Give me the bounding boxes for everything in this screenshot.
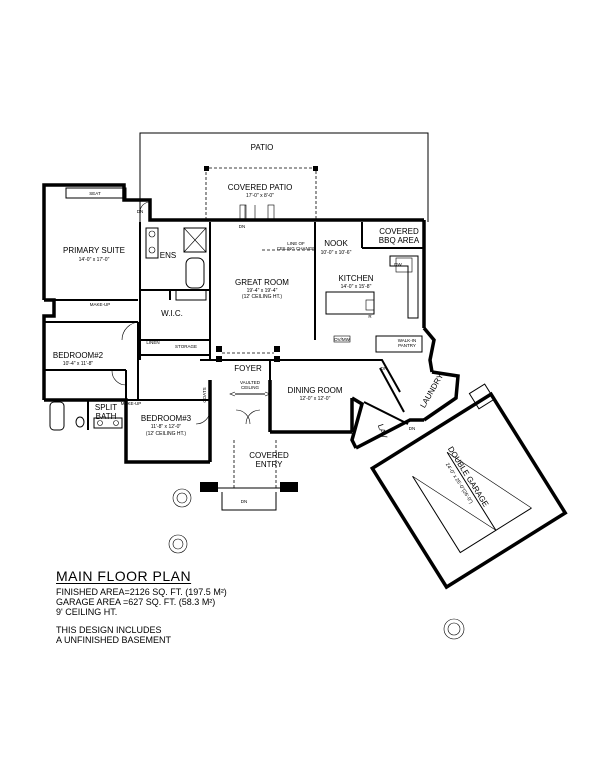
patio-outline [139,132,429,222]
dn-label-3: DN [241,499,248,504]
makeup-label-1: MAKE-UP [90,302,111,307]
garage-area-text: GARAGE AREA =627 SQ. FT. (58.3 M²) [56,597,216,607]
kitchen-counters [325,255,423,353]
vaulted-label-1: VAULTED [240,380,261,385]
basement-note-1: THIS DESIGN INCLUDES [56,625,162,635]
foyer-label: FOYER [234,364,262,373]
covered-entry-label-2: ENTRY [256,460,284,469]
walkin-pantry-label-2: PANTRY [398,343,416,348]
kitchen-garage-walls [350,326,460,450]
bedroom3-dim: 11'-8" x 12'-0" [151,424,182,430]
oven-mw-label: OV/MW [334,337,351,342]
covered-entry-outline [200,440,298,511]
seat-label: SEAT [89,191,101,196]
ceiling-height-text: 9' CEILING HT. [56,607,118,617]
plan-title: MAIN FLOOR PLAN [56,568,192,584]
dn-label-5: DN [381,366,388,371]
vaulted-label-2: CEILING [241,385,260,390]
covered-bbq-label-2: BBQ AREA [379,236,420,245]
kitchen-dim: 14'-0" x 15'-8" [341,284,372,290]
covered-entry-label-1: COVERED [249,451,289,460]
tree-icon-left [168,488,192,554]
finished-area-text: FINISHED AREA=2126 SQ. FT. (197.5 M²) [56,587,227,597]
great-room-ceiling: (12' CEILING HT.) [242,294,282,300]
split-bath-label-1: SPLIT [95,403,117,412]
great-room-dim: 19'-4" x 19'-4" [247,288,278,294]
bedroom3-label: BEDROOM#3 [141,414,192,423]
covered-patio-outline [204,166,318,220]
door-swings [111,201,275,425]
basement-note-2: A UNFINISHED BASEMENT [56,635,172,645]
bedroom2-dim: 10'-4" x 11'-8" [63,361,94,367]
bedroom2-label: BEDROOM#2 [53,351,104,360]
laundry-label: LAUNDRY [418,371,445,409]
ceiling-change-label-2: CEILING CHANGE [277,246,316,251]
primary-suite-label: PRIMARY SUITE [63,246,125,255]
columns [216,346,280,397]
bath-fixtures [49,227,207,431]
lav-label: LAV [376,423,389,440]
covered-patio-dim: 17'-0" x 8'-0" [246,193,274,199]
nook-label: NOOK [324,239,348,248]
double-garage-slab [369,383,568,590]
patio-label: PATIO [251,143,274,152]
wic-label: W.I.C. [161,309,183,318]
kitchen-label: KITCHEN [338,274,373,283]
split-bath-label-2: BATH [96,412,117,421]
seat-bay [65,187,127,199]
primary-suite-dim: 14'-0" x 17'-0" [79,257,110,263]
covered-patio-label: COVERED PATIO [228,183,293,192]
plan-notes: MAIN FLOOR PLAN FINISHED AREA=2126 SQ. F… [56,568,227,645]
dn-label-2: DN [239,224,246,229]
dining-room-dim: 12'-0" x 12'-0" [300,396,331,402]
ceiling-change-label-1: LINE OF [287,241,305,246]
dw-label: DW [394,262,402,267]
dn-label-4: DN [409,426,416,431]
fridge-label: R [368,314,372,319]
covered-bbq-label-1: COVERED [379,227,419,236]
storage-label: STORAGE [175,344,197,349]
coats-label: COATS [202,387,207,402]
ens-label: ENS [160,251,176,260]
nook-dim: 10'-0" x 10'-6" [321,250,352,256]
linen-label: LINEN [146,340,159,345]
bedroom3-ceiling: (12' CEILING HT.) [146,431,186,437]
dn-label-1: DN [137,209,144,214]
tree-icon-right [443,618,465,640]
great-room-label: GREAT ROOM [235,278,289,287]
dining-room-label: DINING ROOM [287,386,342,395]
makeup-label-2: MAKE-UP [121,401,142,406]
walkin-pantry-label-1: WALK-IN [398,338,417,343]
